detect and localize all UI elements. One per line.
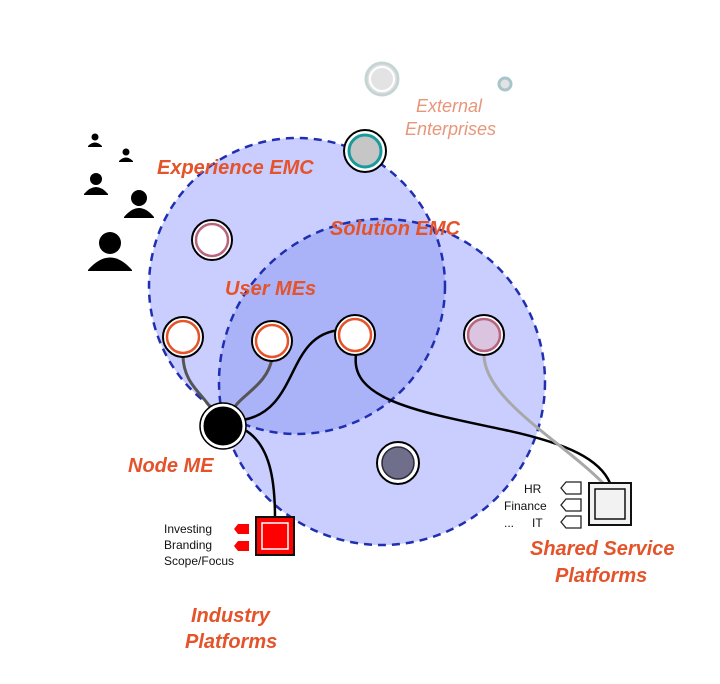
industry-tag-arrow-1 [234, 524, 249, 534]
industry-item-investing: Investing [164, 522, 212, 536]
node-me-label: Node ME [128, 455, 214, 477]
person-icon [88, 232, 132, 271]
user-me-node-3[interactable] [334, 314, 376, 356]
industry-platforms-label-line1: Industry [191, 605, 271, 627]
shared-item-hr: HR [524, 482, 542, 496]
industry-platforms-label-line2: Platforms [185, 631, 277, 653]
user-me-node-1-ring [165, 319, 201, 355]
person-icon [84, 173, 108, 195]
shared-platform-icon[interactable] [588, 482, 632, 526]
emc-overlap-region [219, 219, 445, 434]
user-me-node-1[interactable] [162, 316, 204, 358]
industry-item-scope: Scope/Focus [164, 554, 234, 568]
person-icon [124, 190, 154, 218]
link-pink-to-shared [482, 355, 605, 485]
external-enterprises-label-line1: External [416, 96, 483, 116]
shared-item-finance: Finance [504, 499, 547, 513]
shared-service-label-line2: Platforms [555, 565, 647, 587]
industry-platform-icon-inner [261, 522, 289, 550]
solution-me-node-ring [466, 317, 502, 353]
person-icon [119, 148, 133, 162]
experience-emc-border [147, 136, 447, 436]
user-me-node-2-ring [254, 323, 290, 359]
external-enterprises-label-line2: Enterprises [405, 119, 496, 139]
solution-emc-border [217, 217, 547, 547]
user-me-node-3-ring [337, 317, 373, 353]
node-me[interactable] [200, 403, 246, 449]
shared-service-label-line1: Shared Service [530, 538, 675, 560]
shared-item-ellipsis: ... [504, 516, 514, 530]
user-me-node-2[interactable] [251, 320, 293, 362]
experience-me-node-ring [194, 222, 230, 258]
link-node-to-industry [244, 428, 277, 519]
shared-tag-arrow-2 [560, 498, 582, 512]
external-node-small[interactable] [497, 76, 513, 92]
person-icon [88, 133, 102, 147]
experience-emc-label: Experience EMC [157, 157, 314, 179]
industry-item-branding: Branding [164, 538, 212, 552]
shared-tag-arrow-3 [560, 515, 582, 529]
external-node-large-inner [369, 66, 395, 92]
link-user-to-shared [354, 354, 612, 484]
user-mes-label: User MEs [225, 278, 316, 300]
industry-tag-arrow-2 [234, 541, 249, 551]
experience-me-node[interactable] [191, 219, 233, 261]
link-node-to-user-3 [242, 328, 341, 422]
shared-platform-icon-inner [594, 488, 626, 520]
solution-dark-node-fill [381, 446, 415, 480]
node-me-outline [199, 402, 247, 450]
solution-emc-label: Solution EMC [330, 218, 461, 240]
external-node-boundary-ring [347, 133, 383, 169]
shared-tag-arrow-1 [560, 481, 582, 495]
shared-item-it: IT [532, 516, 543, 530]
